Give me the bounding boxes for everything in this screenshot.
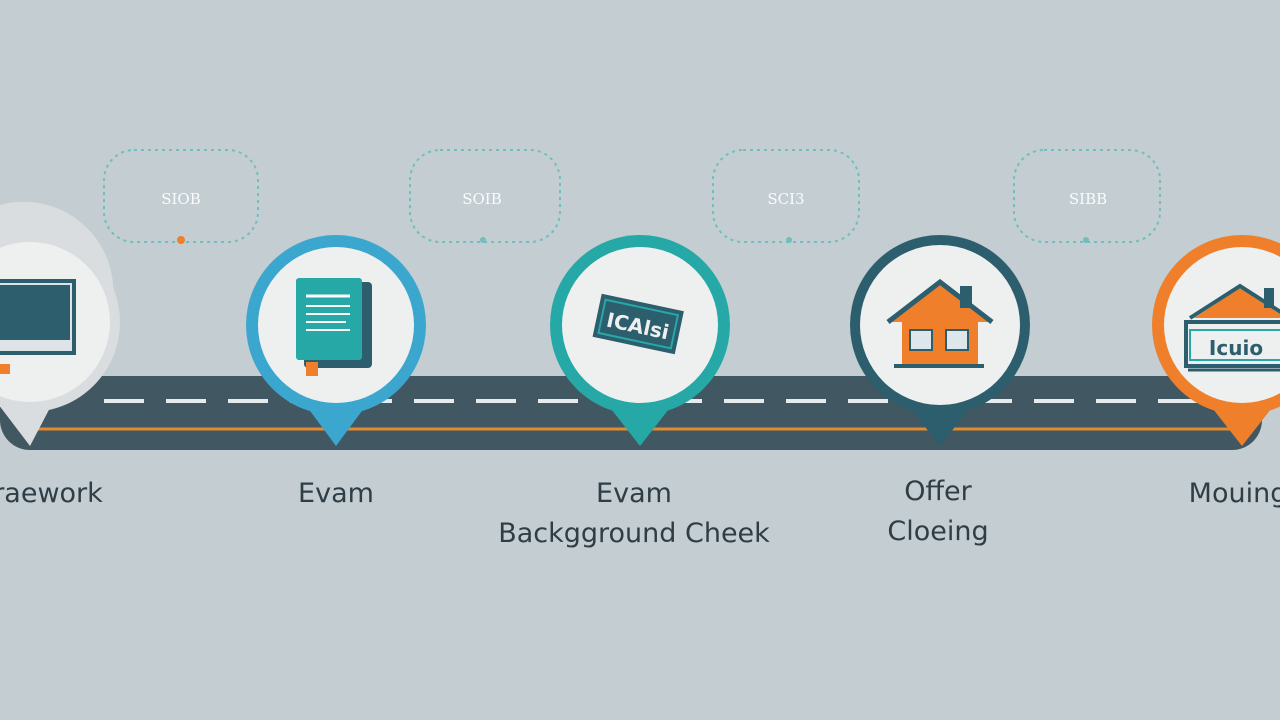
bubble-2: SOIB: [409, 149, 561, 243]
step-label-evam: Evam: [298, 474, 374, 514]
bubble-2-dot: [480, 237, 486, 243]
house-sign-icon: Icuio: [1184, 283, 1280, 372]
sign-text: Icuio: [1209, 336, 1263, 360]
step-label-text: raework: [0, 478, 103, 509]
step-label-subtext: Backgground Cheek: [498, 518, 770, 549]
bubble-3: SCI3: [712, 149, 860, 243]
bubble-4-dot: [1083, 237, 1089, 243]
bubble-1: SIOB: [103, 149, 259, 244]
step-label-text: Evam: [596, 478, 672, 509]
bubble-1-text: SIOB: [161, 190, 201, 208]
bubble-4: SIBB: [1013, 149, 1161, 243]
computer-monitor-icon: [0, 279, 76, 374]
step-label-offer-closing: Offer Cloeing: [887, 472, 988, 552]
document-book-icon: [296, 278, 372, 376]
bubble-1-dot: [177, 236, 185, 244]
step-label-text: Offer: [904, 476, 972, 507]
stamp-card-icon: ICAlsi: [592, 293, 684, 355]
marker-mouing: Icuio: [1152, 235, 1280, 446]
step-label-raework: raework: [0, 474, 103, 514]
step-label-text: Evam: [298, 478, 374, 509]
step-label-evam-background-check: Evam Backgground Cheek: [498, 474, 770, 554]
house-icon: [886, 278, 994, 368]
marker-offer-closing: [850, 235, 1030, 446]
bubble-2-text: SOIB: [462, 190, 502, 208]
bubble-4-text: SIBB: [1069, 190, 1107, 208]
marker-evam-background-check: ICAlsi: [550, 235, 730, 446]
step-label-text: Mouing: [1188, 478, 1280, 509]
bubble-3-text: SCI3: [767, 190, 804, 208]
marker-evam: [246, 235, 426, 446]
step-label-mouing: Mouing: [1189, 474, 1280, 514]
step-label-subtext: Cloeing: [887, 516, 989, 547]
marker-raework: [0, 201, 120, 446]
bubble-3-dot: [786, 237, 792, 243]
